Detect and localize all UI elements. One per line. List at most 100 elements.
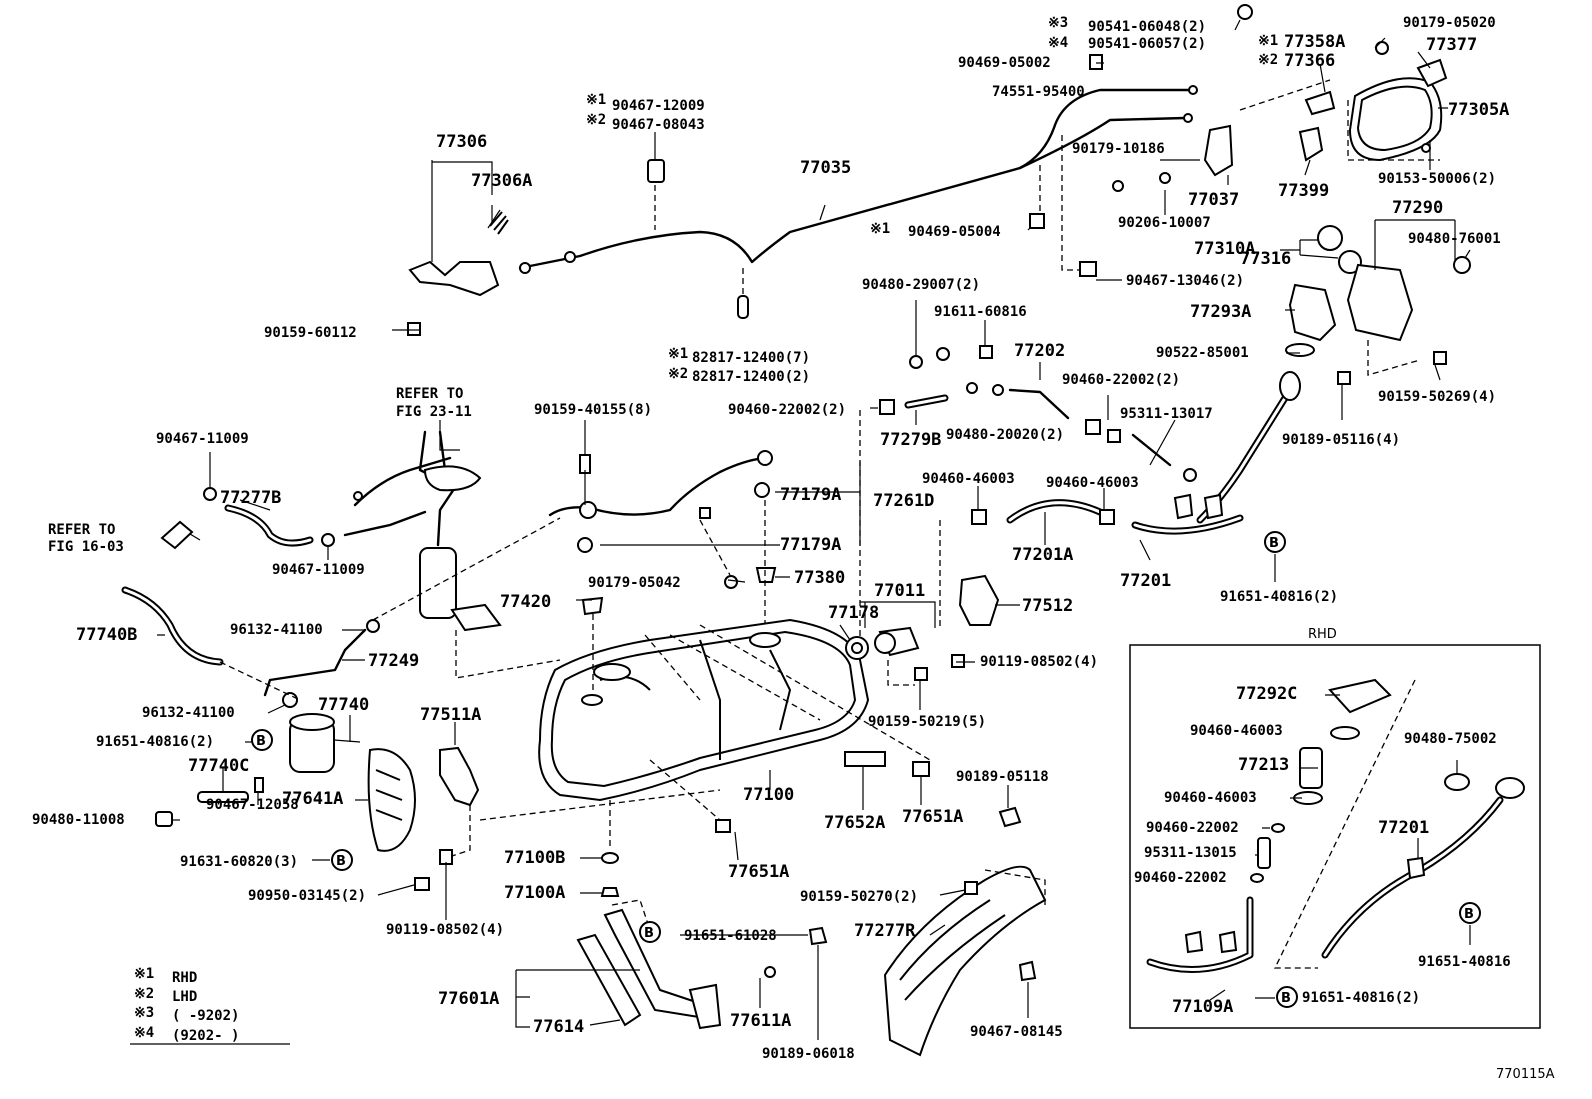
bracket-77512: [958, 574, 1000, 626]
part-labels: ※3 90541-06048(2) ※4 90541-06057(2) 9046…: [32, 15, 1555, 1082]
part-label: 90467-13046(2): [1126, 273, 1244, 289]
filler-neck-assembly: [1085, 225, 1471, 535]
part-label: 77306A: [471, 171, 532, 191]
part-label: 77100A: [504, 883, 565, 903]
legend-mark: ※1: [134, 966, 154, 982]
lid-spring-77377: [1416, 58, 1448, 88]
clip-90469-05004: [1029, 213, 1045, 229]
part-label: 96132-41100: [230, 622, 323, 638]
refer-label: REFER TO: [48, 522, 115, 538]
vent-tubes: [859, 345, 1115, 650]
part-label: 77261D: [873, 491, 934, 511]
part-label: 90189-05116(4): [1282, 432, 1400, 448]
part-label: 82817-12400(2): [692, 369, 810, 385]
part-label: 90480-75002: [1404, 731, 1497, 747]
part-label: 90460-22002(2): [728, 402, 846, 418]
tank-bands: [576, 899, 828, 1030]
clamp-90480-11008: [155, 811, 173, 827]
clamp-96132-41100-upper: [366, 619, 380, 633]
part-label: 77740: [318, 695, 369, 715]
legend-text: (9202- ): [172, 1028, 239, 1044]
part-label: 90480-29007(2): [862, 277, 980, 293]
part-label: 77601A: [438, 989, 499, 1009]
rhd-clamp-90460-22002-a: [1271, 823, 1285, 833]
washer-90206: [1159, 172, 1171, 184]
grommet-90480-76001: [1453, 256, 1471, 274]
rhd-detail-box: [1129, 644, 1541, 1029]
part-label: 90480-20020(2): [946, 427, 1064, 443]
rhd-cap-77292c: [1328, 678, 1392, 714]
part-label: 90159-40155(8): [534, 402, 652, 418]
ref-clip-16-03: [160, 520, 194, 550]
svg-text:B: B: [1281, 991, 1291, 1006]
tank-sender-opening: [749, 632, 781, 648]
clip-90467-12058: [254, 777, 264, 793]
part-label: 90467-12009: [612, 98, 705, 114]
legend-text: RHD: [172, 970, 197, 986]
band-77601a: [576, 933, 642, 1027]
mark-label: ※3: [1048, 15, 1068, 31]
part-label: 77201: [1120, 571, 1171, 591]
part-label: 90119-08502(4): [386, 922, 504, 938]
protector-77511a: [439, 746, 480, 807]
part-label: 77366: [1284, 51, 1335, 71]
svg-text:B: B: [644, 926, 654, 941]
fuel-tank-77100: [538, 596, 931, 897]
grommet-77179a-lower: [577, 537, 593, 553]
screw-90159-50219: [914, 667, 928, 681]
fuel-pump-assembly: [160, 430, 561, 679]
screw-90153: [1421, 143, 1431, 153]
part-label: 77100: [743, 785, 794, 805]
part-label: 77380: [794, 568, 845, 588]
part-label: 90189-06018: [762, 1046, 855, 1062]
grommet-90480-29007: [909, 355, 923, 369]
tank-pump-opening: [593, 663, 631, 681]
part-label: 77179A: [780, 485, 841, 505]
part-label: 77277B: [220, 488, 281, 508]
part-label: 77512: [1022, 596, 1073, 616]
cable-branch: [1018, 116, 1187, 170]
sender-flange: [423, 465, 482, 492]
bolt-90159-50269: [1433, 351, 1447, 365]
mark-label: ※4: [1048, 35, 1068, 51]
b-marker: B: [331, 849, 353, 871]
part-label: 77652A: [824, 813, 885, 833]
part-label: 77037: [1188, 190, 1239, 210]
diagram-id: 770115A: [1496, 1067, 1555, 1082]
bolt-77611a: [764, 966, 776, 978]
clamp-90467-11009-b: [321, 533, 335, 547]
svg-text:B: B: [256, 734, 266, 749]
part-label: 77178: [828, 603, 879, 623]
part-label: 77651A: [728, 862, 789, 882]
clamp-90460-22002-b: [1085, 419, 1101, 435]
tube-77740b: [121, 586, 224, 666]
part-label: 77511A: [420, 705, 481, 725]
part-label: 90460-46003: [1164, 790, 1257, 806]
clamp-90460-46003-a: [971, 509, 987, 525]
lock-77358a: [1304, 90, 1336, 116]
vent-line-77202: [1008, 388, 1070, 420]
cushion-90179-05020: [1375, 41, 1389, 55]
part-label: 90460-22002: [1134, 870, 1227, 886]
part-label: 74551-95400: [992, 84, 1085, 100]
protector-77641a: [367, 748, 416, 852]
mark-label: ※2: [668, 366, 688, 382]
legend: ※1 RHD ※2 LHD ※3 ( -9202) ※4 (9202- ): [130, 966, 290, 1045]
rhd-clamp-90460-46003-a: [1330, 726, 1360, 740]
part-label: 91651-40816: [1418, 954, 1511, 970]
legend-mark: ※3: [134, 1005, 154, 1021]
part-label: 77310A: [1194, 239, 1255, 259]
part-label: 77249: [368, 651, 419, 671]
part-label: 77035: [800, 158, 851, 178]
screw-90159-60112: [407, 322, 421, 336]
clamp-90480-20020: [1107, 429, 1121, 443]
clip-90179-05042: [724, 575, 738, 589]
clamp-90460-22002-a: [1183, 468, 1197, 482]
bolt-90159-50270: [964, 881, 978, 895]
grommet-82817: [737, 295, 749, 319]
part-label: 90460-46003: [922, 471, 1015, 487]
part-label: 90460-46003: [1046, 475, 1139, 491]
part-label: 77614: [533, 1017, 584, 1037]
clamp-90460-46003-b: [1099, 509, 1115, 525]
